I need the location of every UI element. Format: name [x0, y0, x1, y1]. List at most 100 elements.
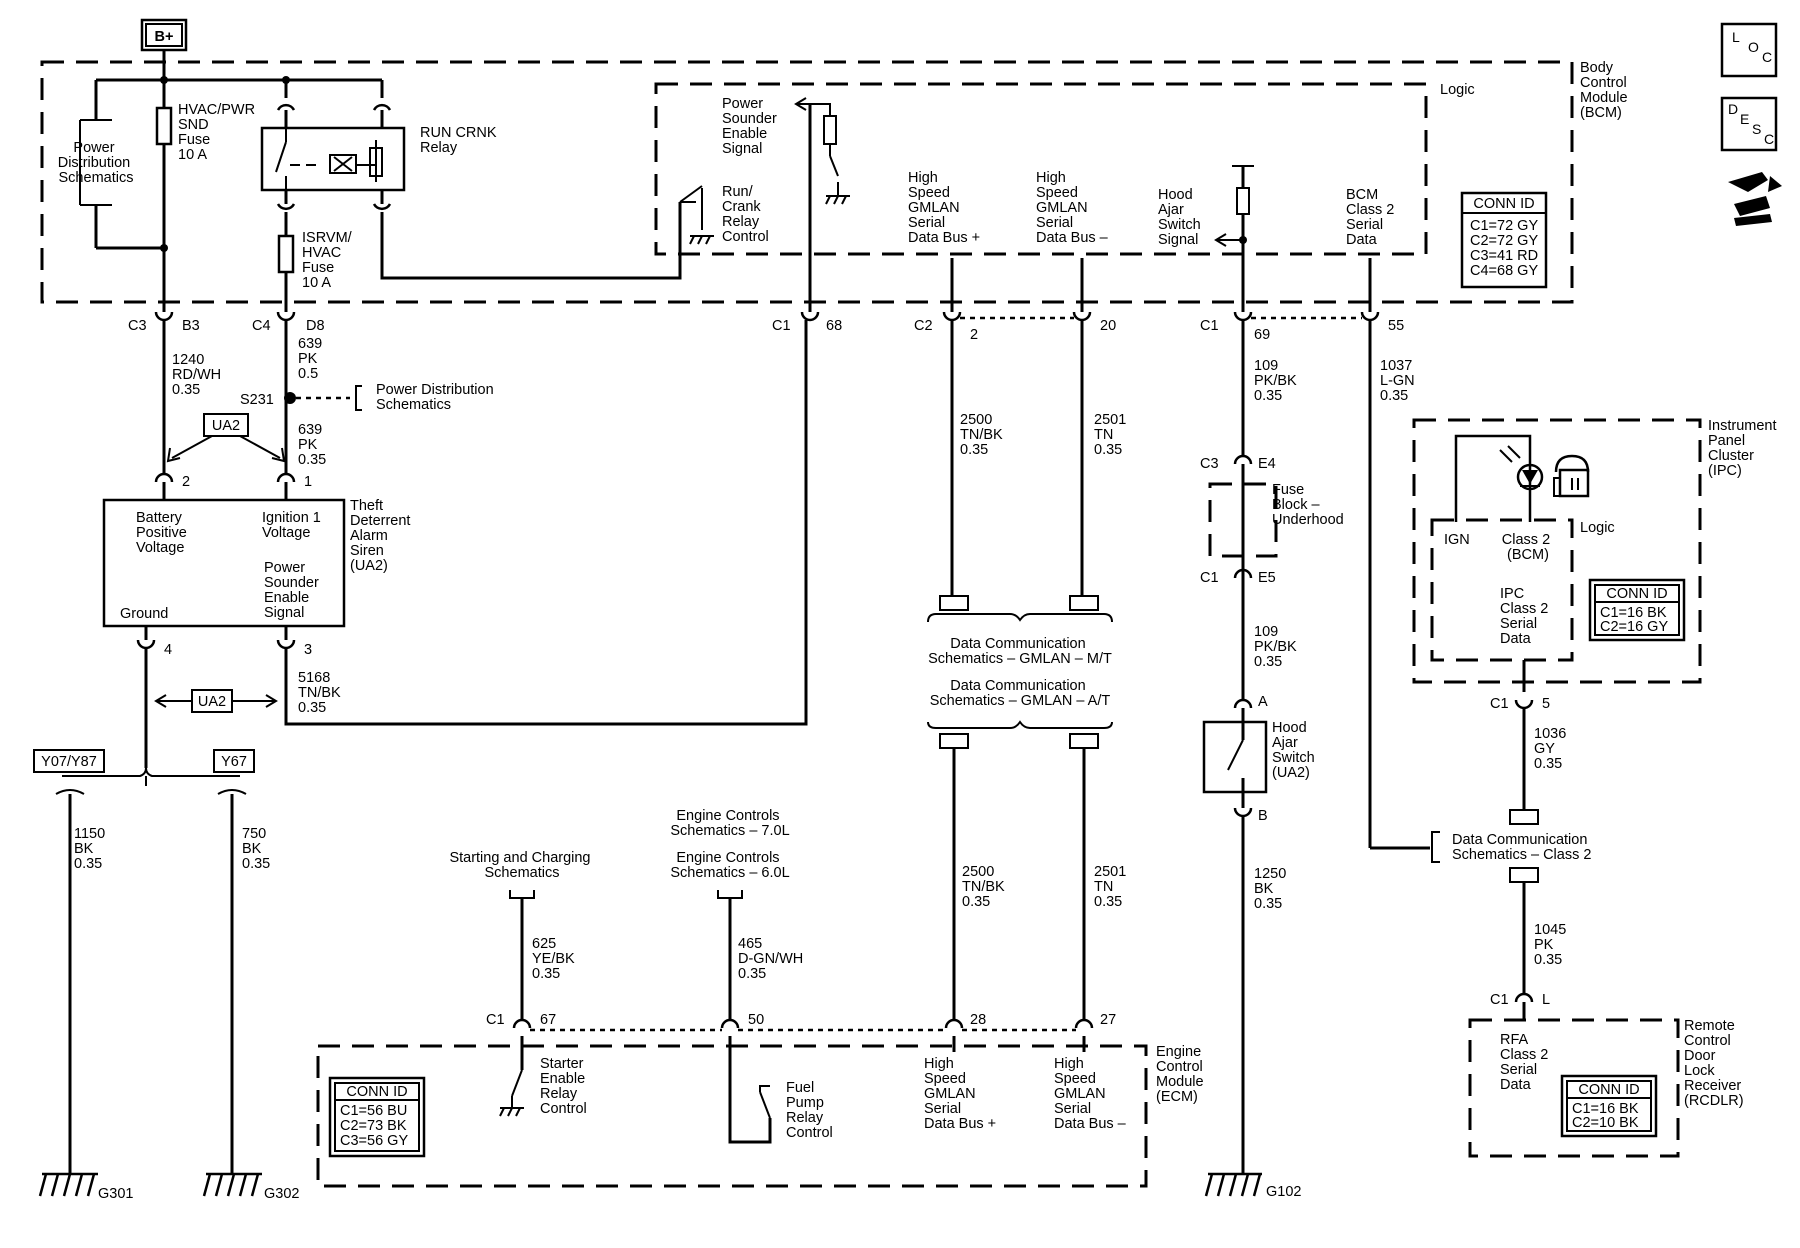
wire-1036-label: 1036 GY 0.35 — [1534, 726, 1570, 772]
svg-text:D8: D8 — [306, 318, 325, 334]
svg-text:C3: C3 — [1200, 456, 1219, 472]
ipc-data-label: IPC Class 2 Serial Data — [1500, 586, 1552, 647]
bcm-sounder-label: Power Sounder Enable Signal — [722, 96, 781, 157]
svg-text:20: 20 — [1100, 318, 1116, 334]
svg-text:C2=72 GY: C2=72 GY — [1470, 233, 1538, 249]
rcdlr-box — [1468, 1018, 1680, 1158]
ecm-conn-id-table: CONN ID C1=56 BU C2=73 BK C3=56 GY — [328, 1076, 426, 1158]
option-y67 — [213, 749, 255, 773]
svg-text:C2=16 GY: C2=16 GY — [1600, 619, 1668, 635]
svg-text:C1: C1 — [1200, 570, 1219, 586]
svg-text:C1: C1 — [772, 318, 791, 334]
svg-text:C3=41 RD: C3=41 RD — [1470, 248, 1538, 264]
svg-text:CONN ID: CONN ID — [1606, 586, 1667, 602]
svg-text:S231: S231 — [240, 392, 274, 408]
svg-text:C4: C4 — [252, 318, 271, 334]
bcm-class2-label: BCM Class 2 Serial Data — [1346, 187, 1398, 248]
bcm-hood-label: Hood Ajar Switch Signal — [1158, 187, 1205, 248]
svg-text:C1=16 BK: C1=16 BK — [1572, 1101, 1639, 1117]
svg-text:27: 27 — [1100, 1012, 1116, 1028]
engine-70-ref: Engine Controls Schematics – 7.0L — [670, 808, 789, 839]
svg-text:C1: C1 — [1200, 318, 1219, 334]
svg-text:C2=10 BK: C2=10 BK — [1572, 1115, 1639, 1131]
ua2-siren-box — [102, 498, 346, 628]
rcdlr-title: Remote Control Door Lock Receiver (RCDLR… — [1684, 1018, 1745, 1109]
bcm-connectors — [154, 311, 1380, 322]
ecm-title: Engine Control Module (ECM) — [1156, 1044, 1208, 1105]
ecm-fuelpump-label: Fuel Pump Relay Control — [786, 1080, 833, 1141]
svg-text:G301: G301 — [98, 1186, 133, 1202]
rcdlr-conn-id-table: CONN ID C1=16 BK C2=10 BK — [1560, 1074, 1658, 1138]
svg-text:UA2: UA2 — [212, 418, 240, 434]
svg-text:2: 2 — [970, 327, 978, 343]
engine-60-ref: Engine Controls Schematics – 6.0L — [670, 850, 789, 881]
bcm-box — [40, 60, 1574, 304]
svg-text:50: 50 — [748, 1012, 764, 1028]
splice-s231 — [284, 392, 296, 404]
ecm-hs-plus-label: High Speed GMLAN Serial Data Bus + — [924, 1056, 996, 1132]
svg-text:C1: C1 — [486, 1012, 505, 1028]
ua2-title: Theft Deterrent Alarm Siren (UA2) — [350, 498, 414, 574]
splice-power-dist-ref: Power Distribution Schematics — [376, 382, 498, 413]
svg-text:CONN ID: CONN ID — [346, 1084, 407, 1100]
svg-text:2: 2 — [182, 474, 190, 490]
wire-1037-label: 1037 L-GN 0.35 — [1380, 358, 1419, 404]
navigation-arrows-icon[interactable] — [1728, 172, 1782, 226]
ua2-tag-top — [203, 413, 249, 437]
ua2-ground-label: Ground — [120, 606, 168, 622]
ground-g302: G302 — [202, 1172, 299, 1202]
wire-2500b-label: 2500 TN/BK 0.35 — [962, 864, 1009, 910]
ecm-hs-minus-label: High Speed GMLAN Serial Data Bus – — [1054, 1056, 1127, 1132]
run-crank-control-label: Run/ Crank Relay Control — [722, 184, 769, 245]
ground-g102: G102 — [1204, 1172, 1301, 1200]
description-icon[interactable]: D E S C — [1720, 96, 1778, 152]
ipc-title: Instrument Panel Cluster (IPC) — [1708, 418, 1781, 479]
starting-charging-ref: Starting and Charging Schematics — [449, 850, 594, 881]
wire-625-label: 625 YE/BK 0.35 — [532, 936, 579, 982]
ua2-sounder-label: Power Sounder Enable Signal — [264, 560, 323, 621]
wire-2500a-label: 2500 TN/BK 0.35 — [960, 412, 1007, 458]
svg-text:C1=56 BU: C1=56 BU — [340, 1103, 407, 1119]
svg-text:C3: C3 — [128, 318, 147, 334]
hood-ajar-switch-box — [1202, 720, 1268, 794]
isrvm-hvac-fuse-symbol — [277, 234, 295, 274]
bcm-logic-label: Logic — [1440, 82, 1475, 98]
ua2-ignition-label: Ignition 1 Voltage — [262, 510, 325, 541]
svg-text:4: 4 — [164, 642, 172, 658]
wire-639b-label: 639 PK 0.35 — [298, 422, 326, 468]
gmlan-at-ref: Data Communication Schematics – GMLAN – … — [930, 678, 1111, 709]
wire-5168-label: 5168 TN/BK 0.35 — [298, 670, 345, 716]
gmlan-mt-ref: Data Communication Schematics – GMLAN – … — [928, 636, 1112, 667]
svg-text:CONN ID: CONN ID — [1578, 1082, 1639, 1098]
svg-text:C1: C1 — [1490, 696, 1509, 712]
fuse-block-label: Fuse Block – Underhood — [1272, 482, 1344, 528]
wire-639a-label: 639 PK 0.5 — [298, 336, 326, 382]
wire-109b-label: 109 PK/BK 0.35 — [1254, 624, 1301, 670]
location-icon[interactable]: L O C — [1720, 22, 1778, 78]
svg-text:O: O — [1748, 39, 1759, 55]
bcm-hs-plus-label: High Speed GMLAN Serial Data Bus + — [908, 170, 980, 246]
svg-text:C: C — [1762, 49, 1772, 65]
svg-text:Y07/Y87: Y07/Y87 — [41, 754, 97, 770]
svg-text:C2=73 BK: C2=73 BK — [340, 1118, 407, 1134]
hood-switch-label: Hood Ajar Switch (UA2) — [1272, 720, 1319, 781]
ground-g301: G301 — [38, 1172, 133, 1202]
svg-text:69: 69 — [1254, 327, 1270, 343]
bcm-hs-minus-label: High Speed GMLAN Serial Data Bus – — [1036, 170, 1109, 246]
svg-text:67: 67 — [540, 1012, 556, 1028]
svg-text:C: C — [1764, 131, 1774, 147]
ecm-starter-label: Starter Enable Relay Control — [540, 1056, 589, 1117]
wire-1150-label: 1150 BK 0.35 — [74, 826, 109, 872]
rcdlr-rfa-label: RFA Class 2 Serial Data — [1500, 1032, 1552, 1093]
ipc-conn-id-table: CONN ID C1=16 BK C2=16 GY — [1588, 578, 1686, 642]
bcm-title: Body Control Module (BCM) — [1580, 60, 1632, 121]
battery-terminal: B+ — [140, 18, 188, 52]
isrvm-hvac-fuse-label: ISRVM/ HVAC Fuse 10 A — [302, 230, 356, 291]
ipc-logic-box — [1430, 518, 1574, 662]
svg-text:UA2: UA2 — [198, 694, 226, 710]
svg-text:C1: C1 — [1490, 992, 1509, 1008]
svg-text:CONN ID: CONN ID — [1473, 196, 1534, 212]
svg-text:G102: G102 — [1266, 1184, 1301, 1200]
battery-label: B+ — [155, 29, 174, 45]
svg-text:E: E — [1740, 111, 1749, 127]
